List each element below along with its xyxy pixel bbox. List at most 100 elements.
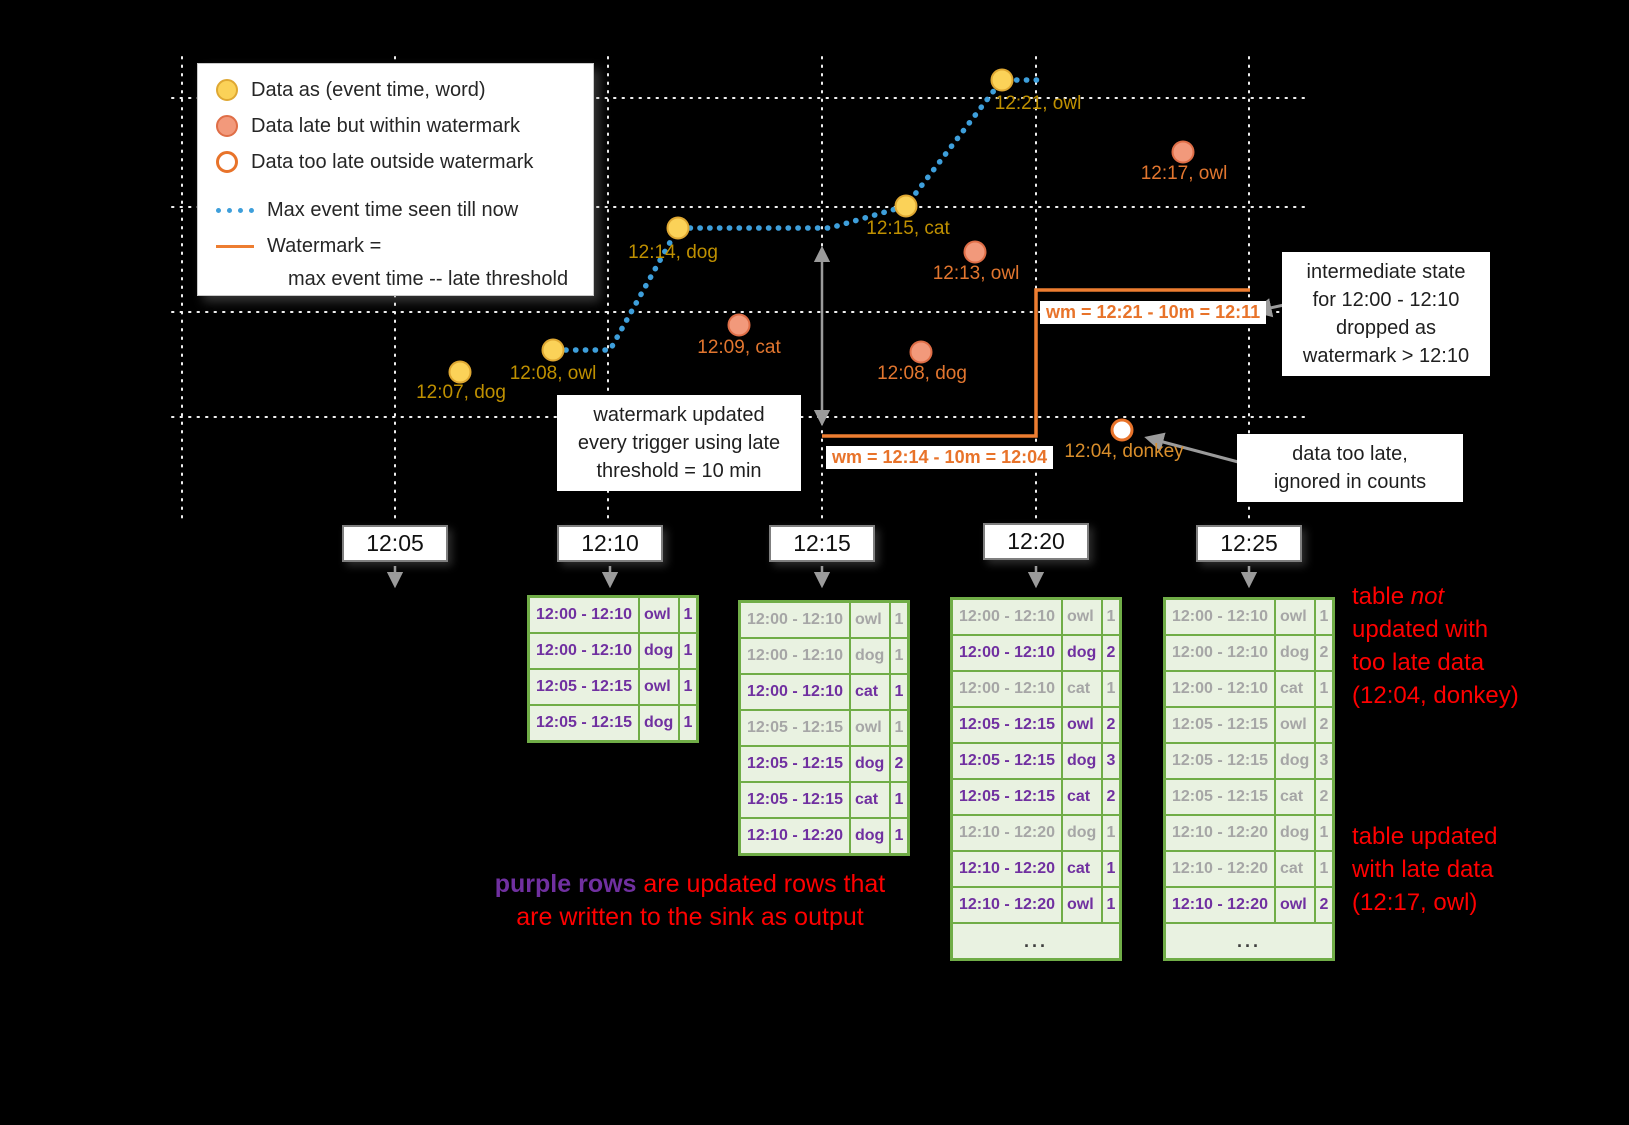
data-point-late [1171,140,1195,164]
callout-line: watermark > 12:10 [1302,345,1470,367]
count-cell: 3 [1103,744,1119,778]
watermark-formula-1: wm = 12:14 - 10m = 12:04 [826,446,1054,469]
count-cell: 1 [680,670,696,704]
data-point-label: 12:04, donkey [1064,441,1184,462]
trigger-time-1220: 12:20 [983,523,1089,560]
ontime-dot-icon [216,79,238,101]
word-cell: owl [851,711,889,745]
legend-label: max event time -- late threshold [288,267,569,290]
word-cell: cat [1063,780,1101,814]
data-point-label: 12:08, owl [509,363,597,384]
window-cell: 12:05 - 12:15 [953,744,1061,778]
window-cell: 12:10 - 12:20 [1166,888,1274,922]
note-line: too late data [1352,649,1485,676]
count-cell: 2 [1316,708,1332,742]
callout-line: data too late, [1292,443,1408,465]
data-point-label: 12:14, dog [628,242,718,263]
count-cell: 2 [1103,780,1119,814]
legend-item: Max event time seen till now [216,192,593,228]
window-cell: 12:05 - 12:15 [1166,708,1274,742]
legend: Data as (event time, word) Data late but… [197,63,594,296]
count-cell: 2 [1316,780,1332,814]
data-point-label: 12:21, owl [994,93,1082,114]
word-cell: dog [851,747,889,781]
word-cell: owl [640,598,678,632]
callout-watermark-note: watermark updated every trigger using la… [557,395,801,491]
data-point-ontime [894,194,918,218]
window-cell: 12:05 - 12:15 [1166,780,1274,814]
ellipsis-cell: ... [1166,924,1332,958]
data-point-ontime [990,68,1014,92]
word-cell: dog [640,634,678,668]
note-line: with late data [1352,856,1494,883]
window-cell: 12:00 - 12:10 [741,639,849,673]
count-cell: 1 [680,706,696,740]
count-cell: 1 [1103,816,1119,850]
data-point-late [727,313,751,337]
window-cell: 12:00 - 12:10 [1166,600,1274,634]
result-table-ellipsis-row: ... [953,924,1119,958]
window-cell: 12:00 - 12:10 [530,598,638,632]
word-cell: cat [851,675,889,709]
count-cell: 2 [1316,636,1332,670]
count-cell: 2 [891,747,907,781]
word-cell: cat [851,783,889,817]
word-cell: owl [1276,600,1314,634]
count-cell: 1 [891,639,907,673]
data-point-too-late [1110,418,1134,442]
word-cell: owl [1276,708,1314,742]
data-point-late [963,240,987,264]
data-point-label: 12:13, owl [932,263,1020,284]
too-late-arrow [1144,432,1243,465]
callout-intermediate-state: intermediate state for 12:00 - 12:10 dro… [1282,252,1490,376]
note-purple-rows: purple rows are updated rows that are wr… [450,868,930,934]
window-cell: 12:10 - 12:20 [741,819,849,853]
trigger-time-1210: 12:10 [557,525,663,562]
word-cell: owl [640,670,678,704]
note-line: (12:04, donkey) [1352,682,1519,709]
count-cell: 1 [680,598,696,632]
word-cell: dog [1276,816,1314,850]
data-point-ontime [541,338,565,362]
callout-line: watermark updated [593,404,765,426]
legend-label: Data too late outside watermark [251,150,534,173]
callout-too-late: data too late, ignored in counts [1237,434,1463,502]
window-cell: 12:05 - 12:15 [741,783,849,817]
data-point-ontime [666,216,690,240]
count-cell: 1 [891,675,907,709]
trigger-time-1225: 12:25 [1196,525,1302,562]
data-point-label: 12:17, owl [1140,163,1228,184]
window-cell: 12:05 - 12:15 [741,747,849,781]
watermark-line [822,288,1250,438]
legend-item: Watermark = [216,228,593,264]
note-line: are written to the sink as output [516,903,864,931]
window-cell: 12:00 - 12:10 [953,672,1061,706]
count-cell: 1 [1316,852,1332,886]
word-cell: dog [851,639,889,673]
callout-line: intermediate state [1306,261,1466,283]
word-cell: dog [1276,636,1314,670]
word-cell: cat [1063,672,1101,706]
too-late-dot-icon [216,151,238,173]
legend-item: Data late but within watermark [216,108,593,144]
word-cell: cat [1063,852,1101,886]
count-cell: 1 [1316,816,1332,850]
